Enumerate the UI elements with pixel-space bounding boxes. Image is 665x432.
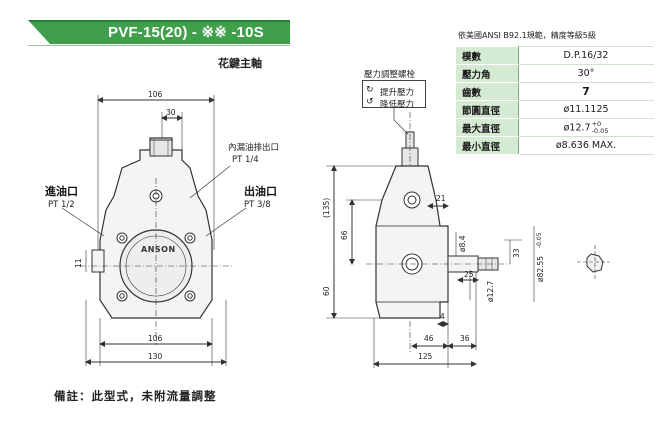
table-row: 最小直徑 ø8.636 MAX.: [455, 136, 654, 155]
dim-d82-55: ø82.55: [536, 255, 545, 282]
dim-top-offset: 30: [166, 108, 176, 117]
dim-36: 36: [460, 334, 470, 343]
spec-caption: 依美國ANSI B92.1規範，精度等級5級: [458, 31, 596, 40]
dim-side-60: 60: [322, 286, 331, 296]
dim-left-11: 11: [74, 258, 83, 268]
dim-top-width: 106: [148, 90, 163, 99]
inlet-port-size: PT 1/2: [48, 200, 75, 210]
increase-pressure-label: 提升壓力: [380, 88, 415, 98]
tolerance: +0-0.05: [591, 119, 609, 135]
inlet-port-label: 進油口: [45, 185, 78, 198]
dim-21: 21: [436, 194, 446, 203]
drain-port-size: PT 1/4: [232, 155, 259, 165]
header-underline: [28, 45, 290, 46]
outlet-port-label: 出油口: [244, 185, 277, 198]
dim-4: 4: [440, 312, 445, 321]
dim-d8-4: ø8.4: [458, 235, 467, 252]
dim-side-135: (135): [322, 197, 331, 218]
spec-label: 節圓直徑: [455, 100, 519, 119]
outlet-port-size: PT 3/8: [244, 200, 271, 210]
tolerance-lower: -0.05: [591, 126, 609, 135]
spec-value: ø12.7: [563, 122, 591, 133]
spec-label: 最小直徑: [455, 136, 519, 155]
rotate-clockwise-icon: ↻: [366, 85, 374, 95]
dim-side-66: 66: [340, 230, 349, 240]
spec-value: ø8.636 MAX.: [518, 136, 654, 155]
dim-33: 33: [512, 248, 521, 258]
dim-bottom-inner: 106: [148, 334, 163, 343]
pressure-adjust-title: 壓力調整螺栓: [364, 70, 416, 80]
dim-d82-tolerance: -0.05: [536, 232, 543, 248]
drain-port-label: 內漏油排出口: [228, 143, 280, 153]
tolerance-upper: +0: [591, 119, 602, 128]
table-row: 模數 D.P.16/32: [455, 46, 654, 65]
table-row: 壓力角 30°: [455, 64, 654, 83]
spec-value: 30°: [518, 64, 654, 83]
spec-value-with-tolerance: ø12.7+0-0.05: [518, 118, 654, 137]
spec-value: ø11.1125: [518, 100, 654, 119]
brand-logo: ANSON: [141, 245, 176, 254]
footnote: 備註：此型式，未附流量調整: [54, 389, 217, 403]
table-row: 節圓直徑 ø11.1125: [455, 100, 654, 119]
dim-d12-7: ø12.7: [486, 280, 495, 302]
spec-value: D.P.16/32: [518, 46, 654, 65]
header-banner: [28, 20, 290, 44]
dim-125: 125: [418, 352, 433, 361]
spline-spec-table: 模數 D.P.16/32 壓力角 30° 齒數 7 節圓直徑 ø11.1125 …: [455, 46, 654, 155]
dim-bottom-outer: 130: [148, 352, 163, 361]
side-view: [326, 108, 610, 368]
dim-25: 25: [464, 270, 474, 279]
pressure-legend-box: [362, 80, 426, 108]
dim-46: 46: [424, 334, 434, 343]
spec-value: 7: [518, 82, 654, 101]
front-view: [61, 95, 247, 366]
shaft-type-subtitle: 花鍵主軸: [218, 57, 262, 70]
decrease-pressure-label: 降低壓力: [380, 100, 415, 110]
model-title: PVF-15(20) - ※※ -10S: [108, 24, 264, 41]
rotate-counterclockwise-icon: ↺: [366, 97, 374, 107]
